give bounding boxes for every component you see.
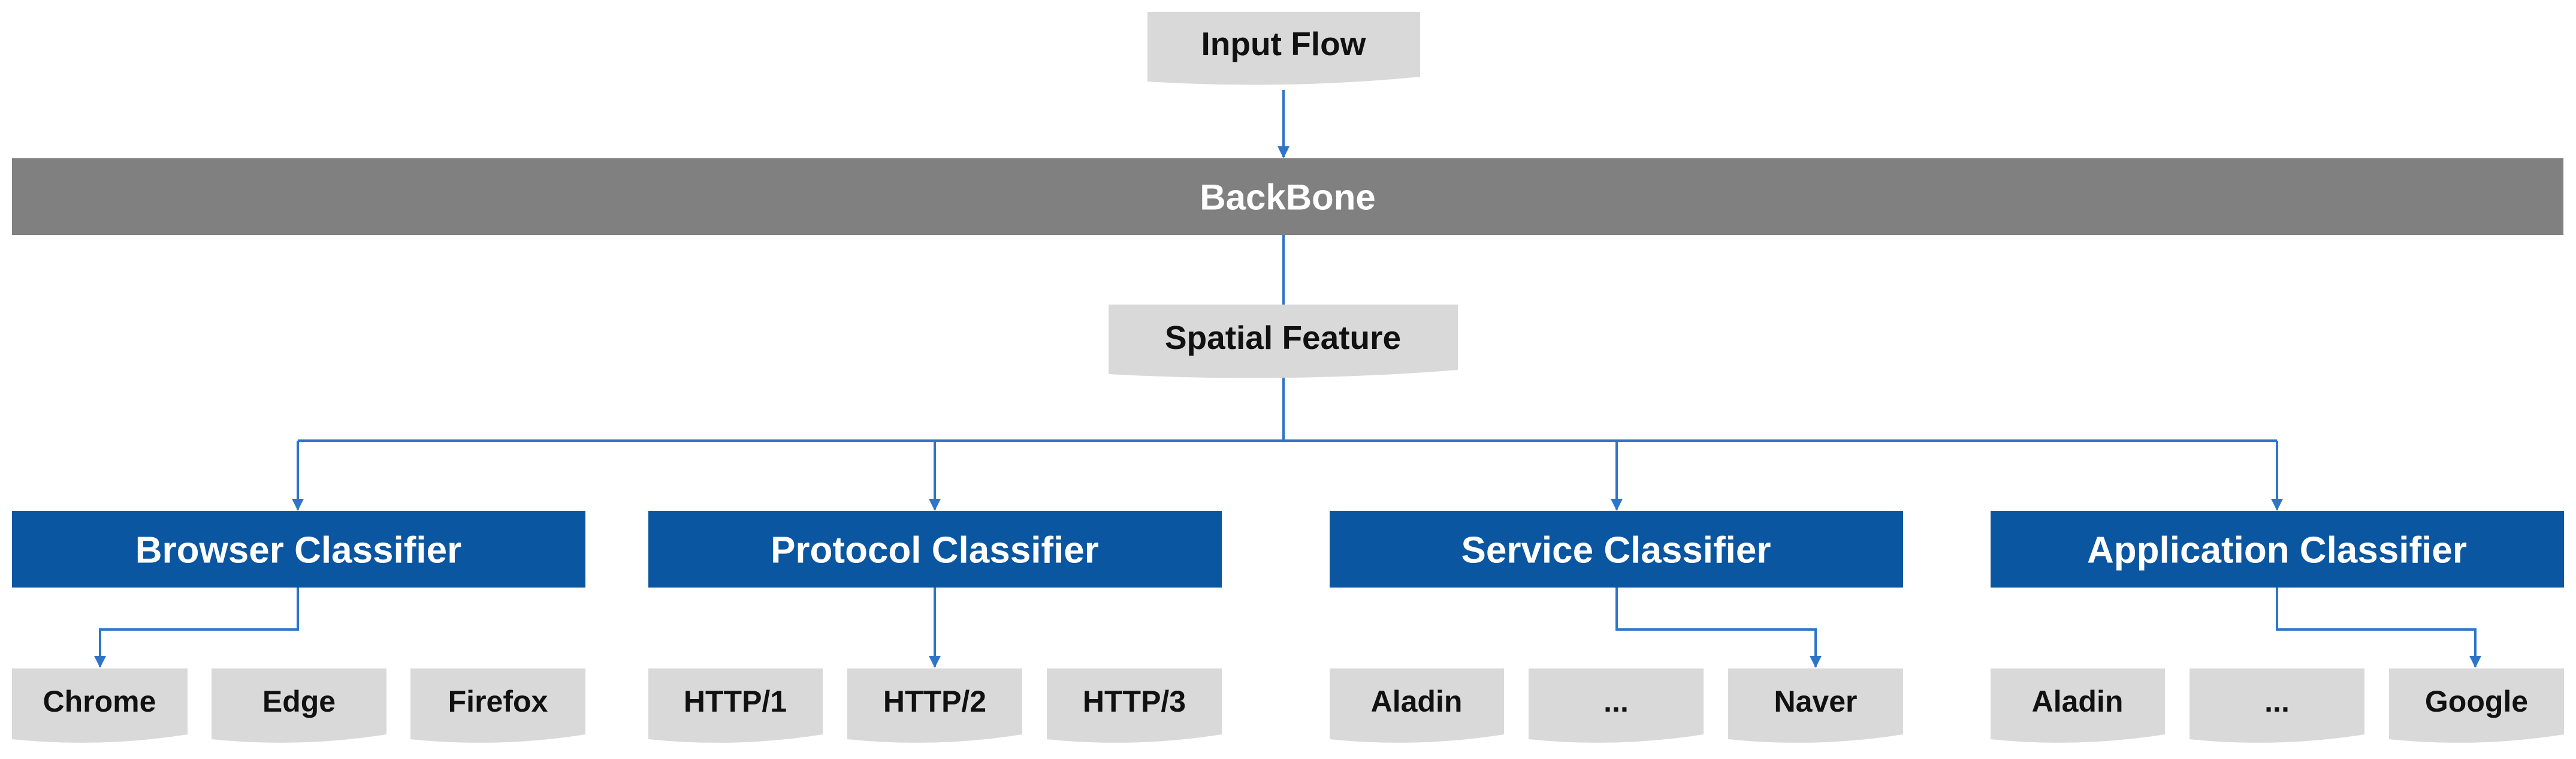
- output-label: HTTP/1: [684, 685, 787, 718]
- output-node: HTTP/3: [1047, 668, 1222, 743]
- output-node: ...: [1529, 668, 1704, 743]
- output-label: Firefox: [448, 685, 548, 718]
- spatial-feature-label: Spatial Feature: [1165, 319, 1401, 356]
- output-node: Naver: [1728, 668, 1903, 743]
- service-to-naver-arrow: [1615, 588, 1822, 668]
- output-label: HTTP/2: [883, 685, 986, 718]
- output-node: HTTP/2: [847, 668, 1022, 743]
- service-classifier-label: Service Classifier: [1461, 530, 1771, 571]
- output-label: HTTP/3: [1083, 685, 1186, 718]
- output-label: Google: [2425, 685, 2528, 718]
- output-node: Aladin: [1330, 668, 1504, 743]
- service-classifier-box: [1330, 511, 1903, 588]
- output-node: ...: [2190, 668, 2364, 743]
- output-node: Google: [2389, 668, 2564, 743]
- backbone-bar: [12, 158, 2563, 235]
- application-to-google-arrow: [2276, 588, 2481, 668]
- protocol-outputs: HTTP/1 HTTP/2 HTTP/3: [648, 668, 1222, 743]
- browser-outputs: Chrome Edge Firefox: [12, 668, 585, 743]
- service-outputs: Aladin ... Naver: [1330, 668, 1903, 743]
- output-node: HTTP/1: [648, 668, 823, 743]
- spatial-feature-node: Spatial Feature: [1109, 305, 1458, 378]
- protocol-classifier-box: [648, 511, 1222, 588]
- output-label: Edge: [262, 685, 336, 718]
- backbone-node: BackBone: [12, 158, 2563, 235]
- output-label: ...: [1603, 685, 1629, 718]
- service-classifier-node: Service Classifier: [1330, 511, 1903, 588]
- output-label: Aladin: [2032, 685, 2124, 718]
- application-classifier-label: Application Classifier: [2087, 530, 2467, 571]
- output-node: Edge: [212, 668, 386, 743]
- protocol-classifier-node: Protocol Classifier: [648, 511, 1222, 588]
- output-node: Aladin: [1991, 668, 2165, 743]
- browser-classifier-box: [12, 511, 585, 588]
- application-classifier-node: Application Classifier: [1991, 511, 2564, 588]
- browser-to-chrome-arrow: [94, 588, 299, 668]
- output-node: Chrome: [12, 668, 188, 743]
- output-label: Chrome: [43, 685, 156, 718]
- input-flow-node: Input Flow: [1147, 12, 1420, 85]
- browser-classifier-label: Browser Classifier: [135, 530, 461, 571]
- backbone-label: BackBone: [1200, 177, 1375, 218]
- output-label: ...: [2264, 685, 2290, 718]
- browser-classifier-node: Browser Classifier: [12, 511, 585, 588]
- input-flow-label: Input Flow: [1201, 25, 1366, 62]
- application-classifier-box: [1991, 511, 2564, 588]
- output-node: Firefox: [410, 668, 585, 743]
- output-label: Naver: [1774, 685, 1858, 718]
- protocol-classifier-label: Protocol Classifier: [771, 530, 1099, 571]
- application-outputs: Aladin ... Google: [1991, 668, 2564, 743]
- output-label: Aladin: [1371, 685, 1463, 718]
